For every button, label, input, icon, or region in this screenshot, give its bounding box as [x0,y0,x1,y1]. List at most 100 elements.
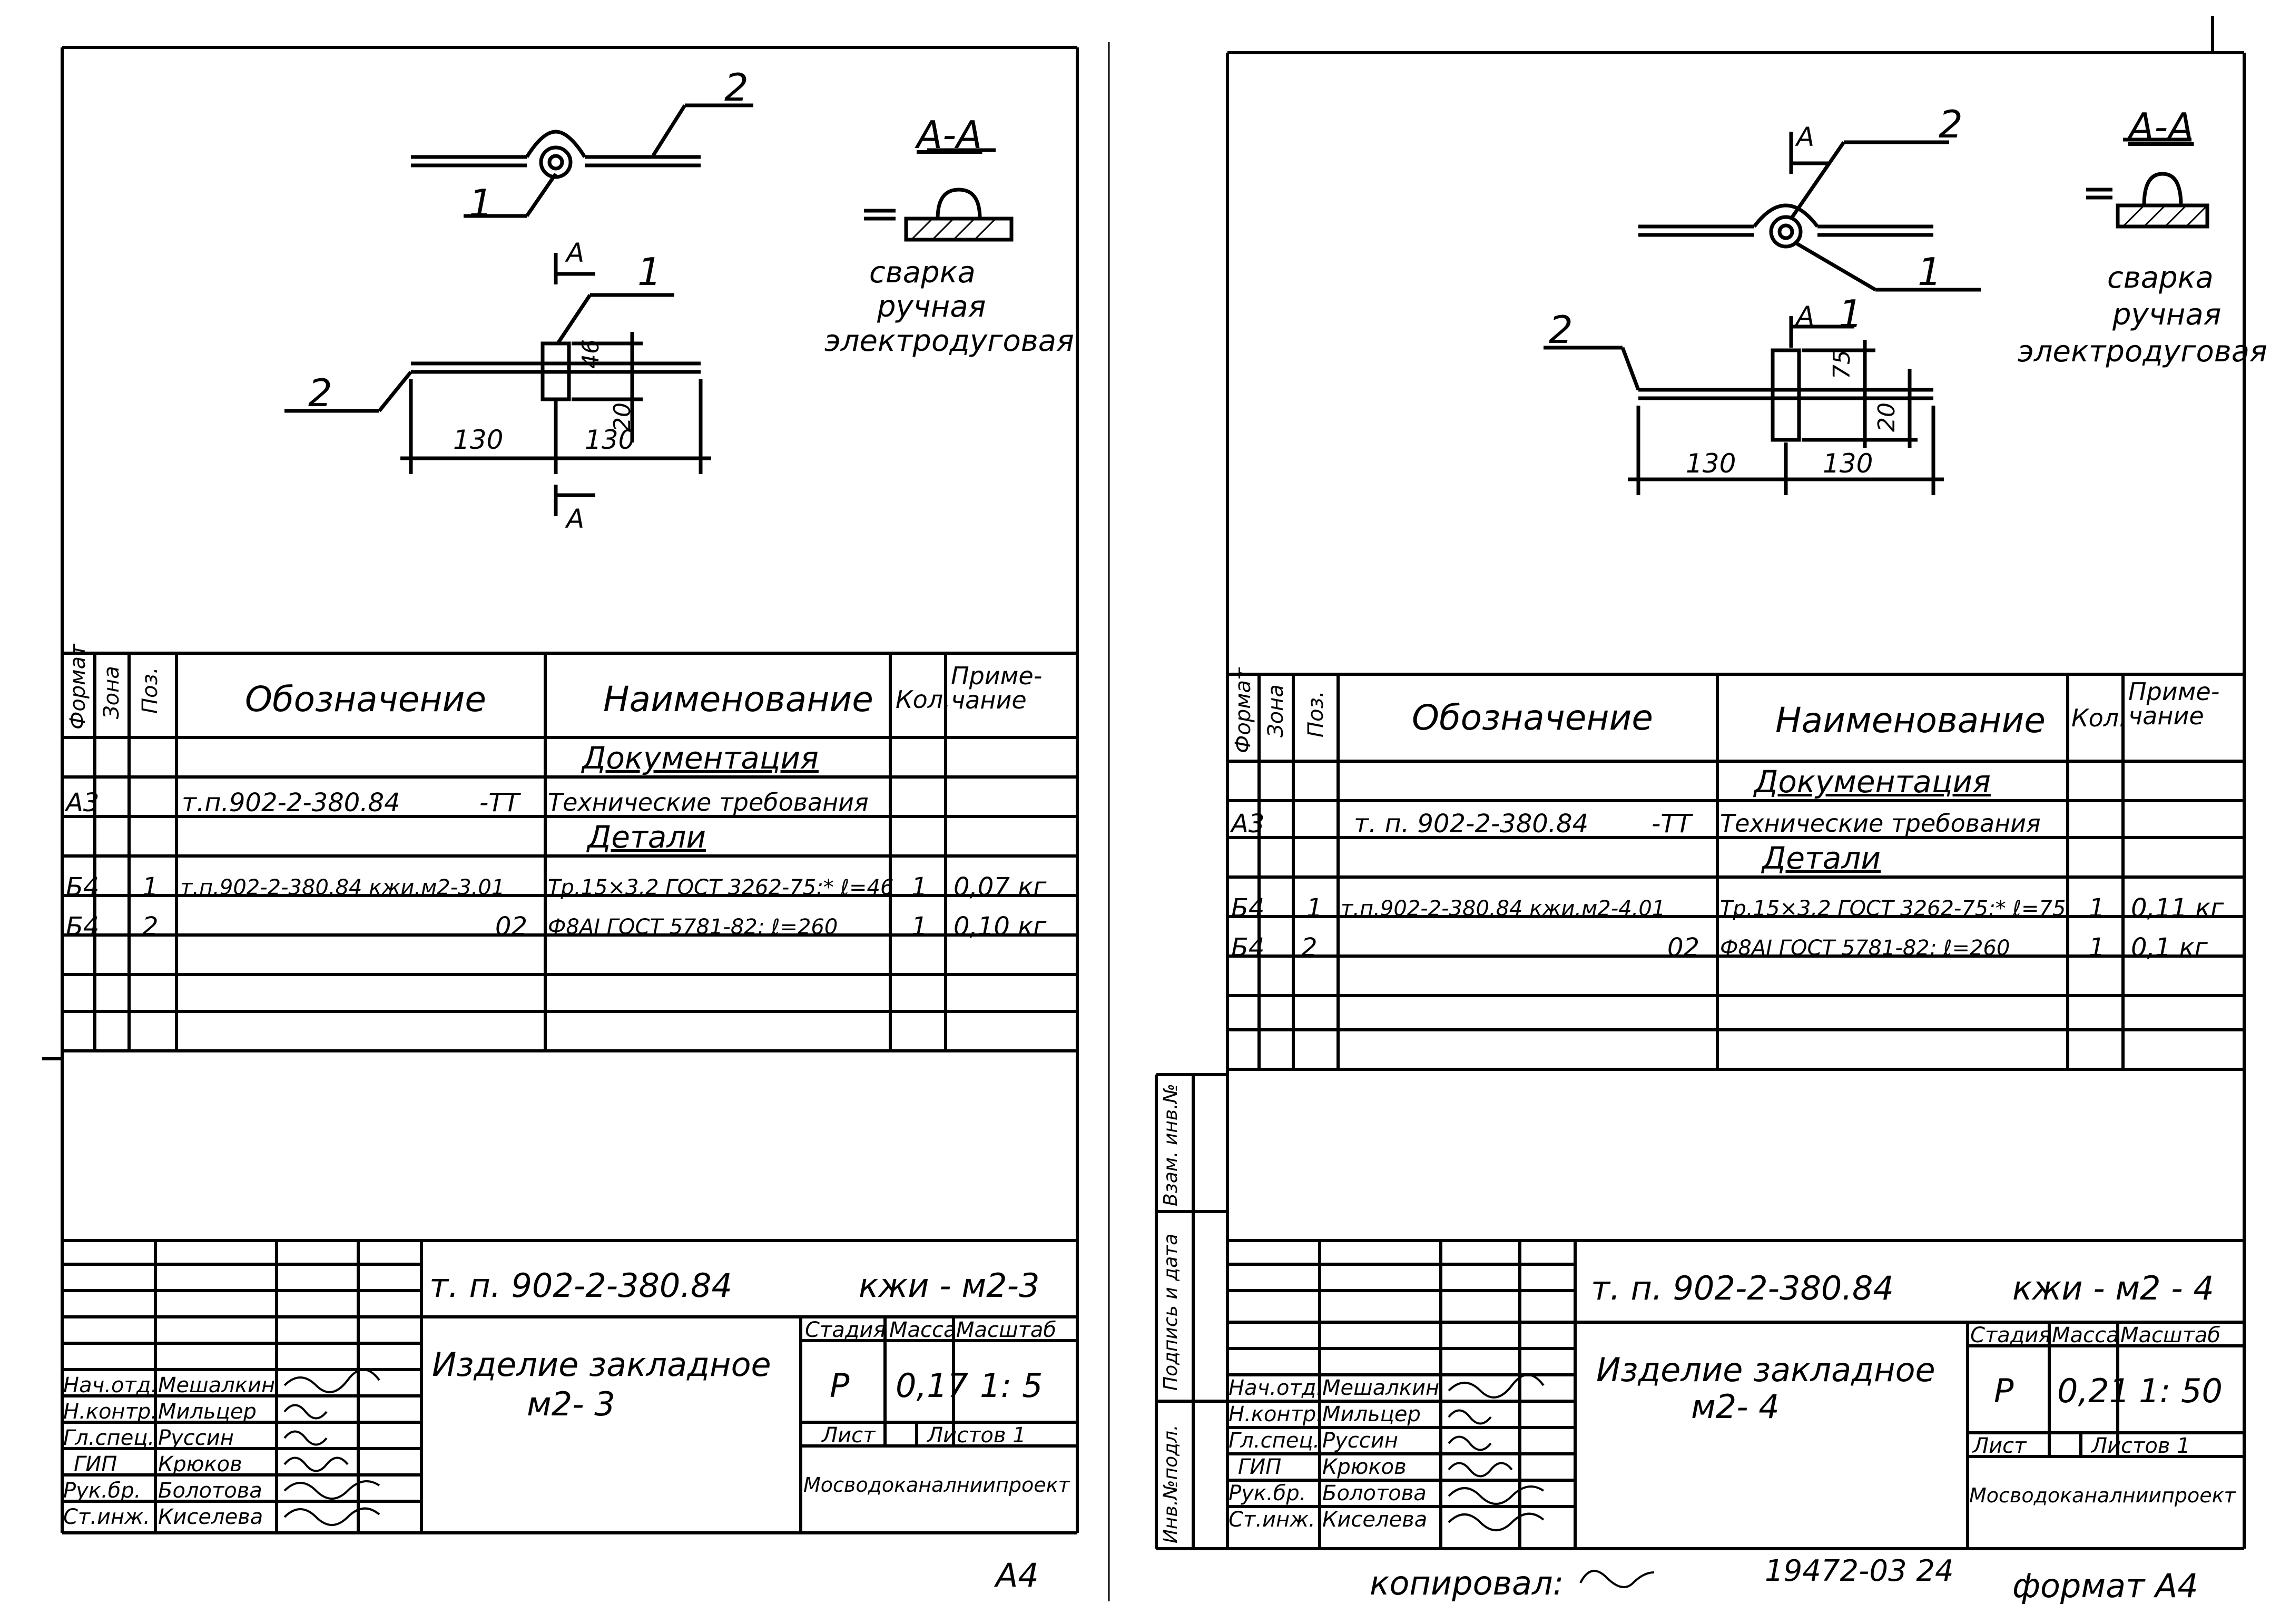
left-mass-label: Масса [889,1318,957,1342]
right-item-name: Изделие закладное [1596,1351,1935,1389]
left-project-code: т. п. 902-2-380.84 [429,1266,732,1305]
left-pos-label-right: 1 [637,250,662,294]
right-pos-label-left: 2 [1549,308,1573,352]
left-row1-pos: 1 [142,872,159,902]
right-name-2: Руссин [1322,1429,1398,1453]
left-front-view [284,253,711,516]
left-row2-suffix: 02 [495,912,528,941]
right-item-mark: м2- 4 [1691,1387,1780,1426]
right-role-1: Н.контр. [1228,1402,1323,1426]
left-section-title: А-А [917,113,982,157]
right-col-format: Формат [1231,667,1255,753]
left-weld-line3: электродуговая [824,324,1074,358]
left-name-3: Крюков [158,1452,242,1477]
left-dim-gap: 20 [609,402,636,432]
left-row1-note: 0,07 кг [954,872,1047,902]
left-col-name: Наименование [603,679,873,720]
right-name-3: Крюков [1322,1455,1407,1479]
left-role-1: Н.контр. [63,1400,158,1424]
left-weld-line2: ручная [877,290,986,324]
left-stage-label: Стадия [805,1318,886,1342]
right-col-designation: Обозначение [1412,697,1653,738]
right-top-view [1638,132,1981,292]
left-role-0: Нач.отд. [63,1373,158,1397]
right-pos-label-top: 2 [1939,102,1963,146]
right-stamp-replace: Взам. инв.№ [1160,1084,1182,1206]
right-dim-gap: 20 [1873,402,1900,432]
right-spec-table [1227,673,2244,1071]
left-name-5: Киселева [158,1505,263,1529]
right-role-3: ГИП [1238,1455,1282,1479]
right-weld-line2: ручная [2112,298,2222,332]
left-col-pos: Поз. [138,667,162,714]
right-row1-qty: 1 [2089,893,2105,923]
left-item-mark: м2- 3 [527,1385,615,1423]
left-row1-designation: т.п.902-2-380.84 кжи.м2-3.01 [180,875,505,900]
right-scale: 1: 50 [2139,1372,2223,1410]
right-row2-suffix: 02 [1667,933,1700,962]
right-row1-pos: 1 [1306,893,1323,923]
left-row1-format: Б4 [66,872,100,902]
left-role-4: Рук.бр. [63,1479,141,1503]
left-scale-label: Масштаб [956,1318,1057,1342]
right-section-docs: Документация [1754,764,1991,800]
left-doc-code: кжи - м2-3 [859,1266,1040,1305]
left-row2-pos: 2 [142,912,159,941]
left-row2-format: Б4 [66,912,100,941]
right-sheets-label: Листов 1 [2091,1434,2190,1458]
right-dim-plate: 75 [1829,350,1855,379]
left-item-name: Изделие закладное [432,1345,771,1384]
right-mass: 0,21 [2057,1372,2130,1410]
left-role-3: ГИП [74,1452,117,1477]
right-col-name: Наименование [1775,700,2046,741]
right-stamp-sign: Подпись и дата [1160,1233,1182,1391]
left-row0-format: А3 [66,788,100,818]
right-col-qty: Кол. [2071,704,2127,732]
left-row0-designation: т.п.902-2-380.84 [182,788,400,818]
right-weld-line1: сварка [2107,261,2214,295]
left-dim-left: 130 [453,425,504,455]
left-name-4: Болотова [158,1479,262,1503]
left-org: Мосводоканалниипроект [803,1473,1070,1497]
left-format-mark: А4 [996,1556,1039,1595]
right-row2-qty: 1 [2089,933,2105,962]
left-section-aa [864,148,1014,242]
right-row2-format: Б4 [1231,933,1265,962]
left-row0-suffix: -ТТ [479,788,519,818]
left-pos-label-bottom: 2 [308,371,332,415]
right-mass-label: Масса [2052,1323,2119,1347]
right-section-parts: Детали [1762,840,1881,876]
left-row2-name: Ф8АI ГОСТ 5781-82; ℓ=260 [548,915,838,939]
left-name-1: Мильцер [158,1400,257,1424]
right-pos-label-right: 1 [1918,250,1942,294]
right-role-0: Нач.отд. [1228,1376,1323,1400]
right-dim-right: 130 [1823,448,1873,479]
signatures [283,1369,1655,1588]
right-row0-designation: т. п. 902-2-380.84 [1354,809,1589,839]
left-section-mark-top: A [566,238,585,268]
left-dim-right: 130 [585,425,635,455]
left-spec-table [62,652,1077,1052]
right-archive-number: 19472-03 24 [1765,1554,1954,1588]
left-row2-qty: 1 [911,912,928,941]
right-name-1: Мильцер [1322,1402,1421,1426]
left-section-mark-bottom: A [566,504,585,534]
right-org: Мосводоканалниипроект [1969,1484,2236,1507]
right-project-code: т. п. 902-2-380.84 [1591,1269,1894,1307]
right-row1-designation: т.п.902-2-380.84 кжи.м2-4.01 [1341,897,1666,921]
left-pos-label-left: 1 [469,181,493,225]
left-col-qty: Кол. [896,685,951,714]
left-section-parts: Детали [587,819,706,855]
right-weld-line3: электродуговая [2018,334,2267,369]
left-weld-line1: сварка [869,255,976,290]
left-sheet-label: Лист [822,1423,876,1448]
left-pos-label-top: 2 [724,65,749,110]
right-section-title: А-А [2128,105,2194,149]
right-row0-name: Технические требования [1720,809,2041,838]
right-row2-pos: 2 [1301,933,1318,962]
left-col-format: Формат [66,644,90,730]
right-row2-note: 0,1 кг [2131,933,2208,962]
right-scale-label: Масштаб [2120,1323,2221,1347]
right-format-mark: формат А4 [2012,1567,2198,1605]
